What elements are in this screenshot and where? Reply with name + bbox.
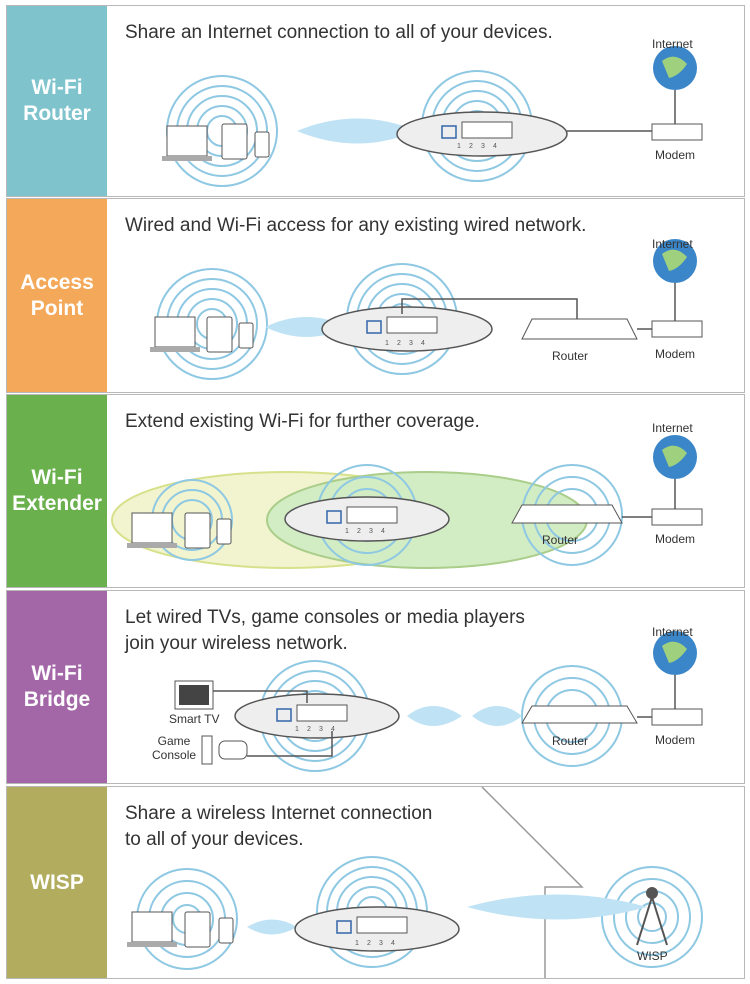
mode-name: Access Point xyxy=(20,270,94,320)
smart-tv-label: Smart TV xyxy=(169,712,220,726)
mode-name: WISP xyxy=(30,870,84,894)
internet-label: Internet xyxy=(652,625,693,639)
globe-icon xyxy=(653,46,697,90)
signal-beam xyxy=(297,118,417,144)
port-number: 3 xyxy=(379,940,383,947)
port-number: 1 xyxy=(295,726,299,733)
modem-label: Modem xyxy=(655,733,696,747)
modem-icon xyxy=(651,508,703,526)
port-number: 1 xyxy=(355,940,359,947)
devices-icon xyxy=(127,911,234,948)
port-number: 3 xyxy=(319,726,323,733)
router-label: Router xyxy=(542,533,579,547)
devices-icon xyxy=(127,512,232,549)
internet-label: Internet xyxy=(652,237,693,251)
port-number: 3 xyxy=(409,340,413,347)
panel-wifi-extender: Wi-Fi Extender Extend existing Wi-Fi for… xyxy=(6,394,745,588)
port-number: 2 xyxy=(357,528,361,535)
wisp-client-device-icon xyxy=(294,906,460,952)
panel-title: Share an Internet connection to all of y… xyxy=(125,22,553,43)
mode-name: Wi-Fi Router xyxy=(23,76,91,125)
port-number: 4 xyxy=(331,726,335,733)
port-number-labels: 1 2 3 4 xyxy=(457,143,497,150)
globe-icon xyxy=(653,435,697,479)
side-label-access-point: Access Point xyxy=(7,199,107,392)
tower-icon xyxy=(636,887,668,946)
modem-label: Modem xyxy=(655,532,696,546)
wisp-diagram: 1 2 3 4 xyxy=(127,787,703,978)
devices-icon xyxy=(150,316,254,353)
port-number: 4 xyxy=(381,528,385,535)
modem-icon xyxy=(651,320,703,338)
side-label-wisp: WISP xyxy=(7,787,107,978)
wifi-bridge-diagram: 1 2 3 4 xyxy=(174,631,703,772)
signal-beam xyxy=(467,894,647,920)
mode-name: Wi-Fi Bridge xyxy=(23,662,91,711)
port-number-labels: 1 2 3 4 xyxy=(345,528,385,535)
port-number: 2 xyxy=(307,726,311,733)
signal-beam xyxy=(407,706,462,726)
link-line xyxy=(247,731,333,757)
port-number: 1 xyxy=(385,340,389,347)
panel-access-point: Access Point Wired and Wi-Fi access for … xyxy=(6,198,745,393)
router-device-icon xyxy=(396,111,568,157)
port-number: 1 xyxy=(345,528,349,535)
panel-title: Wired and Wi-Fi access for any existing … xyxy=(125,215,587,236)
modem-label: Modem xyxy=(655,347,696,361)
router-label: Router xyxy=(552,349,589,363)
extender-device-icon xyxy=(284,496,450,542)
access-point-device-icon xyxy=(321,306,493,352)
signal-beam xyxy=(247,919,297,935)
bridge-device-icon xyxy=(234,693,400,739)
port-number-labels: 1 2 3 4 xyxy=(295,726,335,733)
side-label-wifi-bridge: Wi-Fi Bridge xyxy=(7,591,107,783)
wifi-extender-diagram: 1 2 3 4 xyxy=(111,435,703,569)
router-icon xyxy=(511,504,623,524)
port-number: 2 xyxy=(469,143,473,150)
port-number: 4 xyxy=(421,340,425,347)
signal-beam xyxy=(472,706,522,726)
port-number-labels: 1 2 3 4 xyxy=(355,940,395,947)
port-number: 2 xyxy=(367,940,371,947)
router-label: Router xyxy=(552,734,589,748)
port-number: 2 xyxy=(397,340,401,347)
internet-label: Internet xyxy=(652,421,693,435)
link-line xyxy=(213,690,308,703)
modem-label: Modem xyxy=(655,148,696,162)
link-line xyxy=(401,298,578,319)
modem-icon xyxy=(651,123,703,141)
game-console-label: Game Console xyxy=(152,734,197,762)
access-point-diagram: 1 2 3 4 xyxy=(150,239,703,380)
globe-icon xyxy=(653,631,697,675)
panel-wisp: WISP Share a wireless Internet connectio… xyxy=(6,786,745,979)
callout-border xyxy=(481,787,584,978)
panel-title: Share a wireless Internet connection to … xyxy=(125,803,433,850)
port-number: 1 xyxy=(457,143,461,150)
internet-label: Internet xyxy=(652,37,693,51)
panel-title: Extend existing Wi-Fi for further covera… xyxy=(125,411,480,432)
game-console-icon xyxy=(201,735,248,765)
modem-icon xyxy=(651,708,703,726)
devices-icon xyxy=(162,123,270,161)
port-number: 3 xyxy=(481,143,485,150)
panel-title: Let wired TVs, game consoles or media pl… xyxy=(125,607,525,654)
wifi-router-diagram: 1 2 3 4 xyxy=(162,46,703,187)
globe-icon xyxy=(653,239,697,283)
router-icon xyxy=(521,705,638,724)
port-number-labels: 1 2 3 4 xyxy=(385,340,425,347)
panel-wifi-router: Wi-Fi Router Share an Internet connectio… xyxy=(6,5,745,197)
mode-name: Wi-Fi Extender xyxy=(12,466,102,515)
smart-tv-icon xyxy=(174,680,214,710)
panel-wifi-bridge: Wi-Fi Bridge Let wired TVs, game console… xyxy=(6,590,745,784)
port-number: 4 xyxy=(493,143,497,150)
port-number: 4 xyxy=(391,940,395,947)
side-label-wifi-extender: Wi-Fi Extender xyxy=(7,395,107,587)
side-label-wifi-router: Wi-Fi Router xyxy=(7,6,107,196)
port-number: 3 xyxy=(369,528,373,535)
router-icon xyxy=(521,318,638,340)
wisp-label: WISP xyxy=(637,949,668,963)
